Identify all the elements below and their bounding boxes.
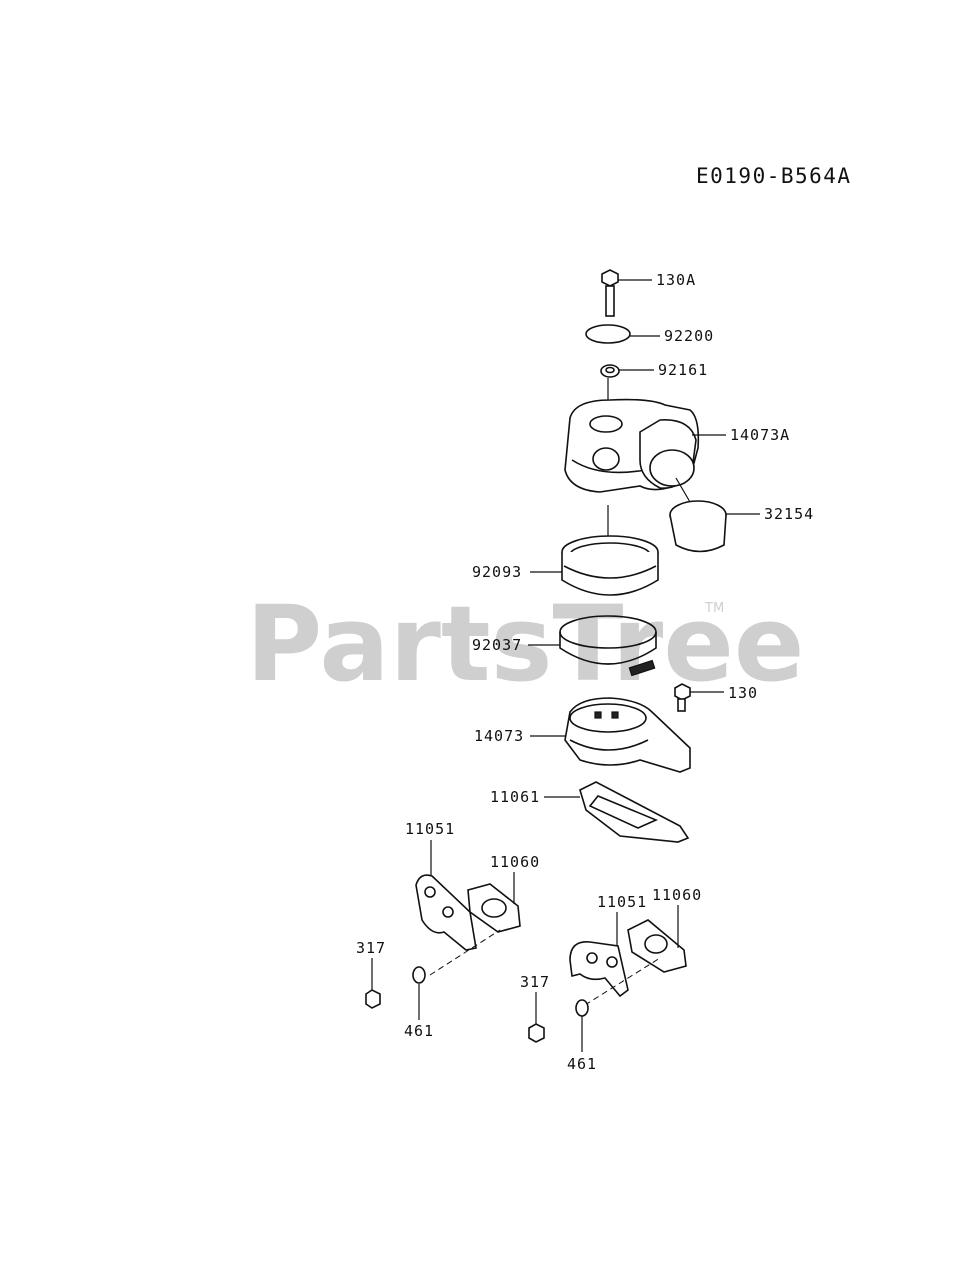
air-cleaner-cover-14073a[interactable] [564,398,726,493]
diagram-id: E0190-B564A [696,164,852,188]
washer-92200[interactable] [585,324,660,344]
callout-14073: 14073 [474,727,524,745]
bracket-11051-left[interactable] [415,840,477,951]
callout-461-right: 461 [567,1055,597,1073]
nut-317-right[interactable] [528,992,545,1043]
bracket-11051-right[interactable] [569,912,629,998]
callout-92161: 92161 [658,361,708,379]
callout-11051-right: 11051 [597,893,647,911]
callout-14073a: 14073A [730,426,790,444]
callout-317-left: 317 [356,939,386,957]
callout-32154: 32154 [764,505,814,523]
callout-11060-left: 11060 [490,853,540,871]
bolt-130a[interactable] [601,269,652,317]
callout-92200: 92200 [664,327,714,345]
watermark-text: PartsTree [246,583,804,705]
callout-92093: 92093 [472,563,522,581]
bolt-130[interactable] [674,683,724,712]
callout-11060-right: 11060 [652,886,702,904]
stud-line-right [584,957,661,1006]
watermark: PartsTree TM [246,583,804,705]
sleeve-32154[interactable] [669,477,760,553]
gasket-11061[interactable] [544,781,690,843]
filter-element-92093[interactable] [530,505,659,596]
callout-130a: 130A [656,271,696,289]
nut-317-left[interactable] [365,958,381,1009]
gasket-11060-right[interactable] [627,905,687,973]
watermark-tm: TM [704,601,724,616]
stud-line-left [429,929,501,976]
callout-130: 130 [728,684,758,702]
callout-11051-left: 11051 [405,820,455,838]
air-cleaner-base-14073[interactable] [530,697,691,773]
band-clamp-92037[interactable] [528,615,657,677]
callout-317-right: 317 [520,973,550,991]
callout-461-left: 461 [404,1022,434,1040]
washer-461-left[interactable] [412,966,426,1020]
callout-11061: 11061 [490,788,540,806]
callout-92037: 92037 [472,636,522,654]
gasket-11060-left[interactable] [467,872,521,933]
washer-461-right[interactable] [575,999,589,1052]
